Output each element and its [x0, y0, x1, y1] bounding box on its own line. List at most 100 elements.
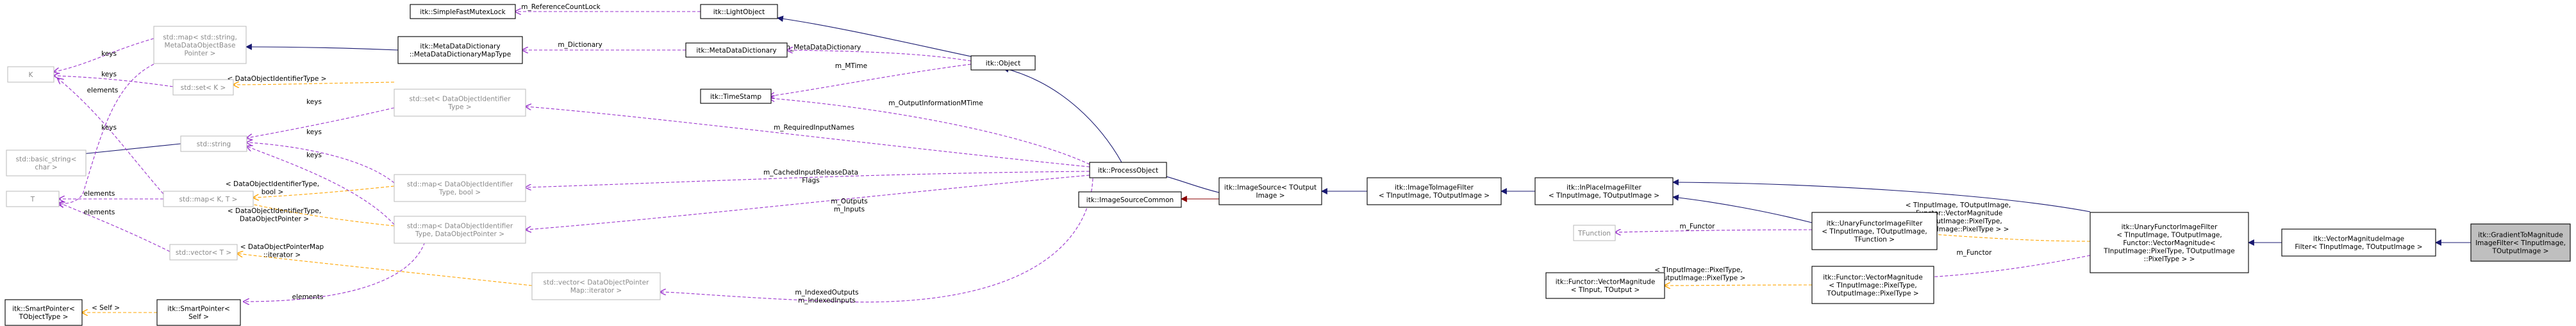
node-label-line: ::MetaDataDictionaryMapType — [410, 51, 511, 58]
label-keys-3: keys — [101, 124, 117, 132]
edge-mtime — [769, 64, 972, 96]
label-dopmap-iterator: < DataObjectPointerMap::iterator > — [240, 243, 324, 259]
node-imagesourcecommon[interactable]: itk::ImageSourceCommon — [1078, 191, 1182, 208]
edge-label-line: m_RequiredInputNames — [774, 124, 854, 132]
node-basicstring[interactable]: std::basic_string< char > — [6, 150, 87, 176]
edge-label-line: DataObjectPointer > — [240, 216, 309, 223]
edge-label-line: keys — [101, 71, 117, 78]
edge-cachedinputreleasedataflags — [526, 171, 1090, 187]
edge-keys-stdmap-KT-K — [58, 78, 167, 198]
node-label-line: itk::UnaryFunctorImageFilter — [2122, 223, 2218, 231]
node-label-line: Functor::VectorMagnitude< — [2123, 239, 2215, 247]
node-label-line: < TInputImage, TOutputImage > — [1549, 192, 1659, 200]
edge-outputinformationmtime — [769, 98, 1090, 165]
edge-label-line: < DataObjectIdentifierType, — [226, 180, 319, 188]
node-stdmap-dataobjectidentifier-bool[interactable]: std::map< DataObjectIdentifierType, bool… — [394, 174, 526, 202]
node-metadatadictionary-maptype[interactable]: itk::MetaDataDictionary::MetaDataDiction… — [397, 36, 523, 64]
node-label-line: < TInputImage, TOutputImage > — [1379, 192, 1490, 200]
node-unaryfunctorimagefilter-tfunction[interactable]: itk::UnaryFunctorImageFilter< TInputImag… — [1811, 212, 1938, 250]
edge-label-line: < TInputImage::PixelType, — [1654, 266, 1742, 274]
node-processobject[interactable]: itk::ProcessObject — [1089, 162, 1167, 178]
label-m-functor-2: m_Functor — [1957, 249, 1993, 257]
node-functor-vectormagnitude-tinput[interactable]: itk::Functor::VectorMagnitude< TInput, T… — [1545, 272, 1665, 299]
node-smartpointer-tobjecttype[interactable]: itk::SmartPointer< TObjectType > — [4, 299, 83, 326]
edge-label-line: < Self > — [92, 304, 120, 312]
edge-label-line: m_Outputs — [831, 198, 867, 205]
node-label-line: std::string — [197, 141, 231, 148]
edge-functor-vm — [1894, 255, 2091, 279]
label-m-mtime: m_MTime — [835, 62, 867, 70]
edge-label-line: m_Functor — [1957, 249, 1993, 257]
node-label-line: std::vector< DataObjectPointer — [544, 279, 650, 287]
edge-indexedoutputs-inputs — [660, 178, 1093, 303]
node-object[interactable]: itk::Object — [970, 55, 1036, 71]
node-label-line: K — [29, 71, 34, 79]
edge-keys-stdmap-string-K — [54, 38, 154, 72]
edge-label-line: < DataObjectIdentifierType > — [228, 75, 327, 83]
node-stdstring[interactable]: std::string — [180, 135, 247, 152]
node-smartpointer-self[interactable]: itk::SmartPointer< Self > — [156, 299, 241, 326]
node-stdmap-KT[interactable]: std::map< K, T > — [163, 191, 254, 207]
node-metadatadictionary[interactable]: itk::MetaDataDictionary — [685, 42, 788, 58]
edge-label-line: m_IndexedInputs — [798, 297, 856, 305]
edge-mdmaptype-inherits-stdmap — [245, 44, 399, 51]
node-stdvector-dataobjectpointermap[interactable]: std::vector< DataObjectPointerMap::itera… — [531, 272, 661, 300]
edge-tmpl-stdset-K — [233, 82, 395, 85]
edge-label-line: Flags — [802, 177, 820, 185]
label-keys-1: keys — [101, 50, 117, 58]
label-dataobjid-type-1: < DataObjectIdentifierType > — [228, 75, 327, 83]
edge-functor-tfunction — [1615, 230, 1813, 232]
node-label-line: Pointer > — [185, 49, 216, 57]
node-label-line: T — [30, 196, 35, 203]
node-tfunction[interactable]: TFunction — [1573, 225, 1616, 241]
edge-label-line: m_Dictionary — [558, 41, 602, 49]
node-lightobject[interactable]: itk::LightObject — [700, 4, 778, 19]
node-label-line: < TInput, TOutput > — [1571, 286, 1640, 294]
node-stdset-dataobjectidentifier[interactable]: std::set< DataObjectIdentifierType > — [394, 89, 526, 117]
node-label-line: itk::ImageSource< TOutput — [1224, 184, 1317, 192]
edge-requiredinputnames — [526, 107, 1090, 167]
edge-label-line: < TInputImage, TOutputImage, — [1906, 202, 2011, 209]
edge-object-inherits-lightobject — [777, 15, 972, 57]
edge-label-line: bool > — [262, 189, 284, 196]
node-label-line: ::PixelType > > — [2144, 255, 2195, 263]
node-imagetoimagefilter[interactable]: itk::ImageToImageFilter< TInputImage, TO… — [1367, 177, 1502, 205]
node-stdvector-T[interactable]: std::vector< T > — [169, 244, 238, 261]
node-label-line: std::map< std::string, — [163, 33, 237, 41]
node-label-line: Self > — [188, 313, 209, 321]
node-label-line: itk::InPlaceImageFilter — [1566, 184, 1641, 192]
node-unaryfunctorimagefilter-vectormagnitude[interactable]: itk::UnaryFunctorImageFilter< TInputImag… — [2090, 212, 2249, 273]
node-label-line: MetaDataObjectBase — [165, 42, 236, 49]
label-m-referencecountlock: m_ReferenceCountLock — [521, 3, 601, 11]
node-label-line: TOutputImage > — [2492, 247, 2549, 255]
node-label-line: std::map< DataObjectIdentifier — [407, 181, 513, 189]
node-inplaceimagefilter[interactable]: itk::InPlaceImageFilter< TInputImage, TO… — [1534, 177, 1674, 205]
edge-outputs-inputs — [526, 175, 1090, 230]
node-label-line: std::map< K, T > — [179, 196, 238, 203]
node-imagesource[interactable]: itk::ImageSource< TOutputImage > — [1218, 177, 1322, 205]
node-K[interactable]: K — [7, 66, 54, 83]
edge-label-line: m_IndexedOutputs — [795, 289, 858, 296]
node-label-line: itk::LightObject — [713, 8, 765, 16]
edge-elements-stdmap-dop-smartpointer — [244, 237, 427, 302]
node-label-line: std::vector< T > — [176, 249, 231, 257]
label-m-outputinformationmtime: m_OutputInformationMTime — [888, 99, 983, 107]
edge-keys-stdset-K — [54, 76, 174, 87]
node-simplefastmutexlock[interactable]: itk::SimpleFastMutexLock — [410, 4, 516, 19]
edge-label-line: m_Functor — [1680, 223, 1716, 230]
label-tpl-px: < TInputImage::PixelType, TOutputImage::… — [1652, 266, 1746, 282]
node-label-line: itk::MetaDataDictionary — [696, 47, 776, 55]
node-T[interactable]: T — [6, 191, 60, 207]
node-stdset-K[interactable]: std::set< K > — [172, 79, 234, 96]
node-functor-vectormagnitude-pixeltype[interactable]: itk::Functor::VectorMagnitude< TInputIma… — [1811, 266, 1934, 304]
label-elements-4: elements — [292, 293, 324, 301]
node-timestamp[interactable]: itk::TimeStamp — [700, 89, 772, 104]
node-stdmap-dataobjectidentifier-pointer[interactable]: std::map< DataObjectIdentifierType, Data… — [394, 216, 526, 244]
node-label-line: TFunction — [1577, 230, 1611, 237]
node-stdmap-string-metadataobjectbase[interactable]: std::map< std::string, MetaDataObjectBas… — [153, 26, 247, 64]
label-m-dictionary: m_Dictionary — [558, 41, 602, 49]
